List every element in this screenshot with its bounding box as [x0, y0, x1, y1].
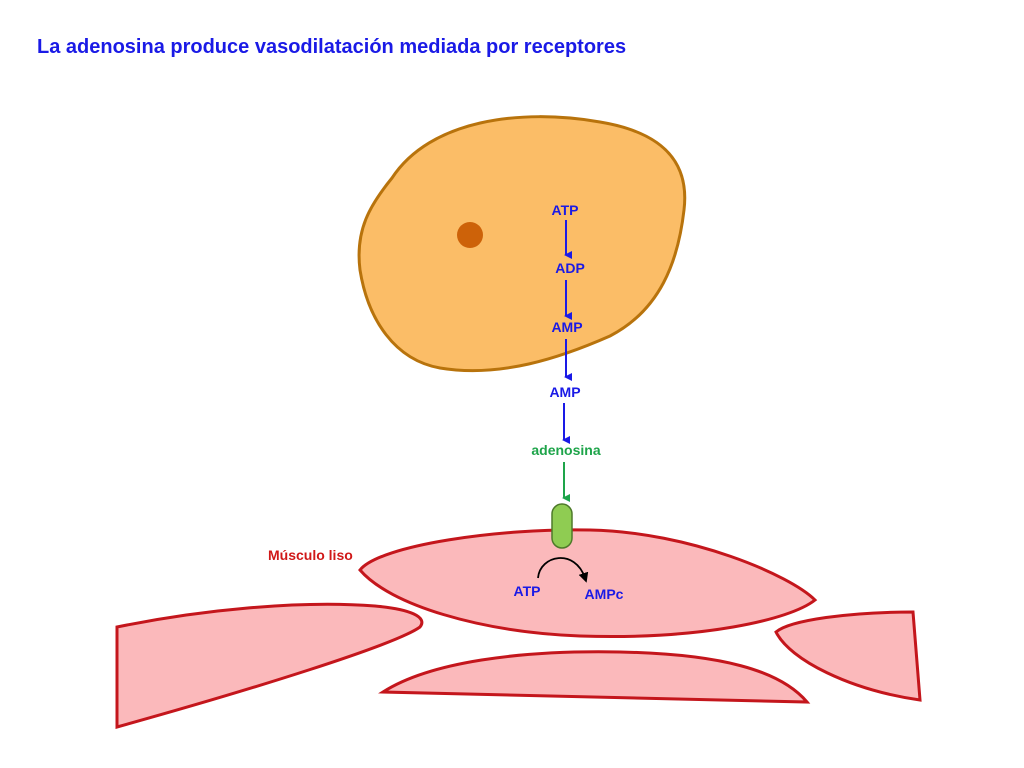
label-cell-adp: ADP	[555, 260, 585, 276]
label-muscle-ampc: AMPc	[585, 586, 624, 602]
label-muscle-atp: ATP	[514, 583, 541, 599]
muscle-cell-bottom	[378, 650, 811, 704]
muscle-cell-right	[774, 610, 922, 702]
muscle-cell-main	[358, 528, 818, 638]
arrow-atp-ampc	[537, 557, 589, 583]
label-adenosina: adenosina	[531, 442, 600, 458]
muscle-cell-left	[115, 602, 424, 729]
slide-title: La adenosina produce vasodilatación medi…	[37, 36, 627, 58]
label-cell-atp: ATP	[552, 202, 579, 218]
label-extra-amp: AMP	[549, 384, 580, 400]
cell-body	[357, 115, 687, 373]
nucleus	[457, 222, 483, 248]
label-musculo-liso: Músculo liso	[268, 547, 353, 563]
label-cell-amp: AMP	[551, 319, 582, 335]
adenosine-receptor	[551, 503, 573, 549]
